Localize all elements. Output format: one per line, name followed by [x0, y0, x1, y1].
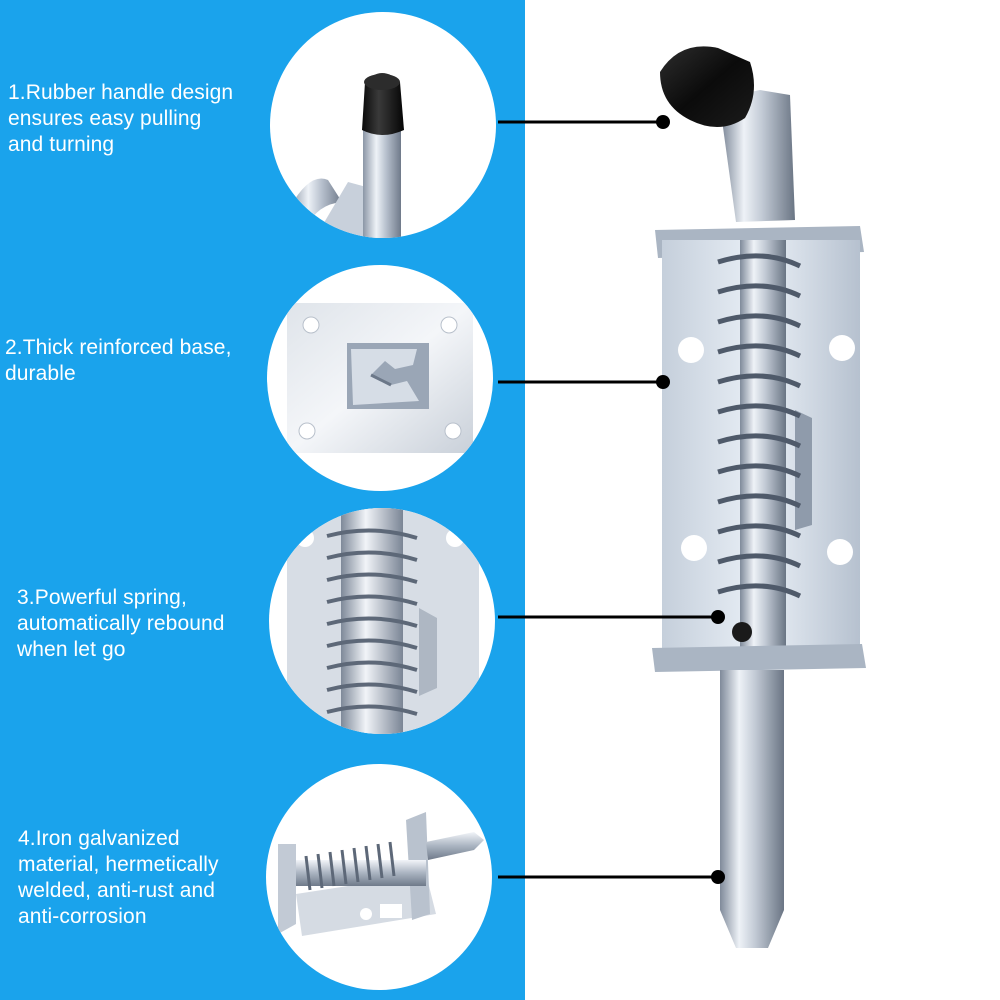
feature-2-line-1: 2.Thick reinforced base, — [5, 336, 232, 359]
feature-2-line-2: durable — [5, 362, 76, 385]
galvanized-latch-closeup-image — [278, 812, 484, 936]
feature-4-line-3: welded, anti-rust and — [18, 879, 216, 902]
feature-3-text: 3.Powerful spring, automatically rebound… — [17, 585, 267, 663]
reinforced-base-closeup-image — [287, 303, 473, 453]
feature-4-line-2: material, hermetically — [18, 853, 219, 876]
feature-4-line-1: 4.Iron galvanized — [18, 827, 180, 850]
detail-circle-rubber-handle — [270, 12, 496, 238]
feature-3-line-2: automatically rebound — [17, 612, 225, 635]
spring-closeup-image — [287, 508, 479, 734]
feature-3-line-3: when let go — [17, 638, 126, 661]
detail-circle-powerful-spring — [269, 508, 495, 734]
feature-2-text: 2.Thick reinforced base, durable — [5, 335, 285, 387]
feature-4-line-4: anti-corrosion — [18, 905, 147, 928]
detail-circle-reinforced-base — [267, 265, 493, 491]
feature-4-text: 4.Iron galvanized material, hermetically… — [18, 826, 268, 930]
feature-3-line-1: 3.Powerful spring, — [17, 586, 187, 609]
feature-1-line-3: and turning — [8, 133, 115, 156]
feature-1-line-2: ensures easy pulling — [8, 107, 202, 130]
feature-1-line-1: 1.Rubber handle design — [8, 81, 234, 104]
feature-1-text: 1.Rubber handle design ensures easy pull… — [8, 80, 268, 158]
detail-circle-galvanized-latch — [266, 764, 492, 990]
